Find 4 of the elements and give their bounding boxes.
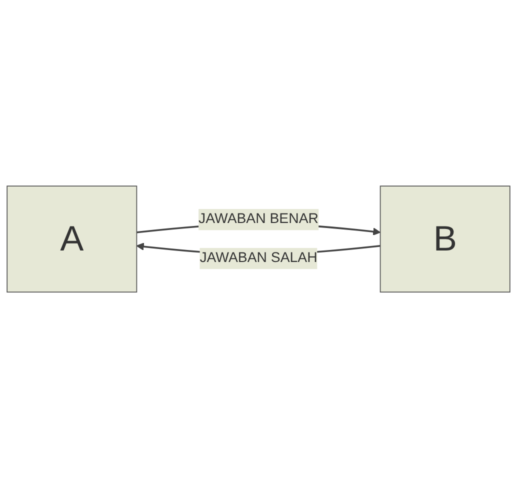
node-box: A — [6, 186, 138, 293]
node-box: B — [380, 186, 510, 293]
edge-label: JAWABAN SALAH — [200, 250, 318, 266]
edge-label: JAWABAN BENAR — [198, 212, 318, 228]
